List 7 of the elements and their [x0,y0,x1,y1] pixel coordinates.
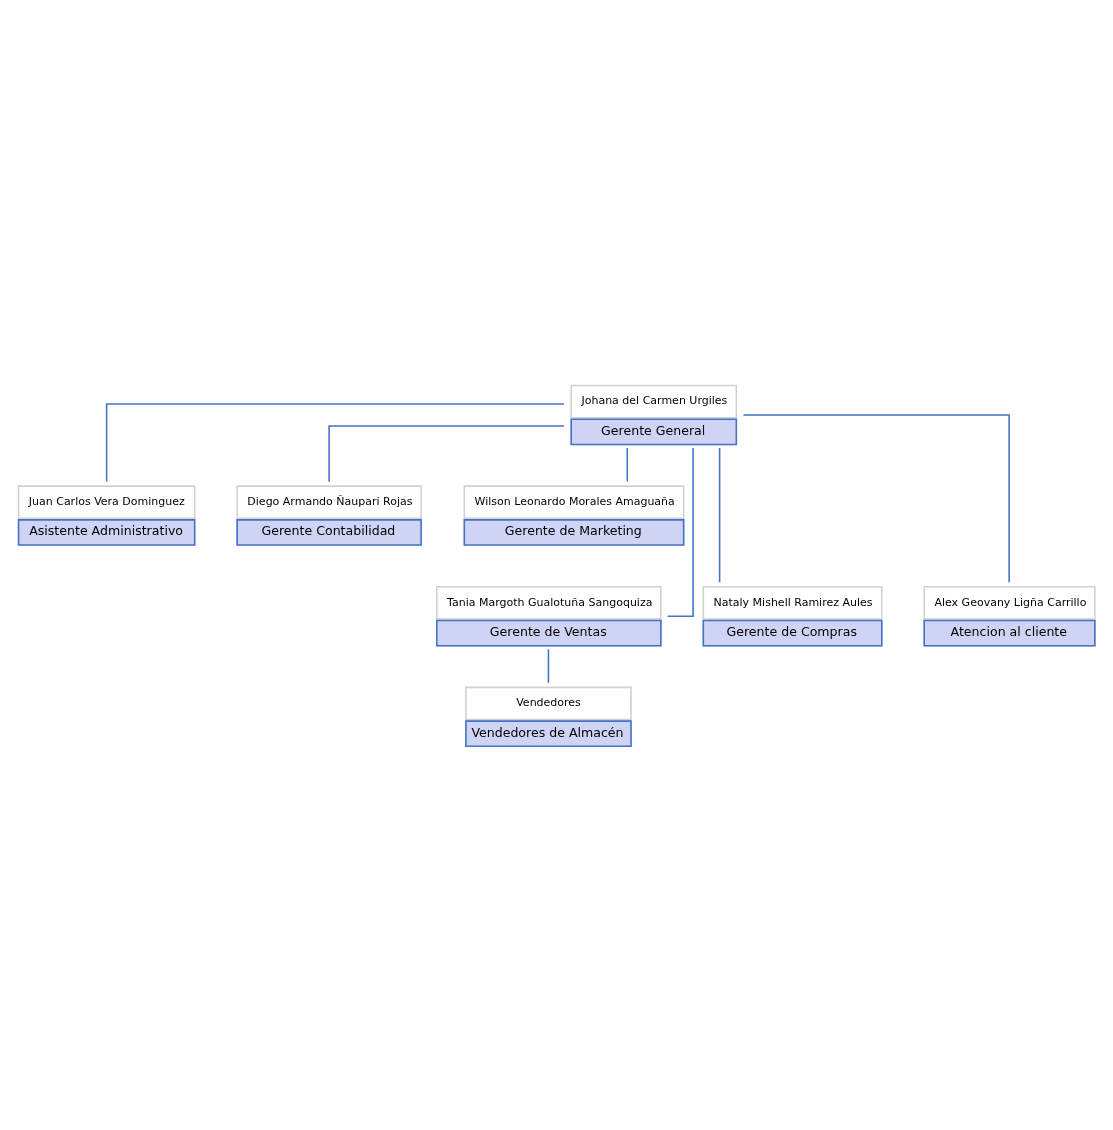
connector [328,424,565,482]
connector [105,402,565,482]
connector [666,446,694,617]
connector [742,413,1010,583]
connector [718,446,721,583]
connector [626,446,629,482]
connector [547,648,550,684]
